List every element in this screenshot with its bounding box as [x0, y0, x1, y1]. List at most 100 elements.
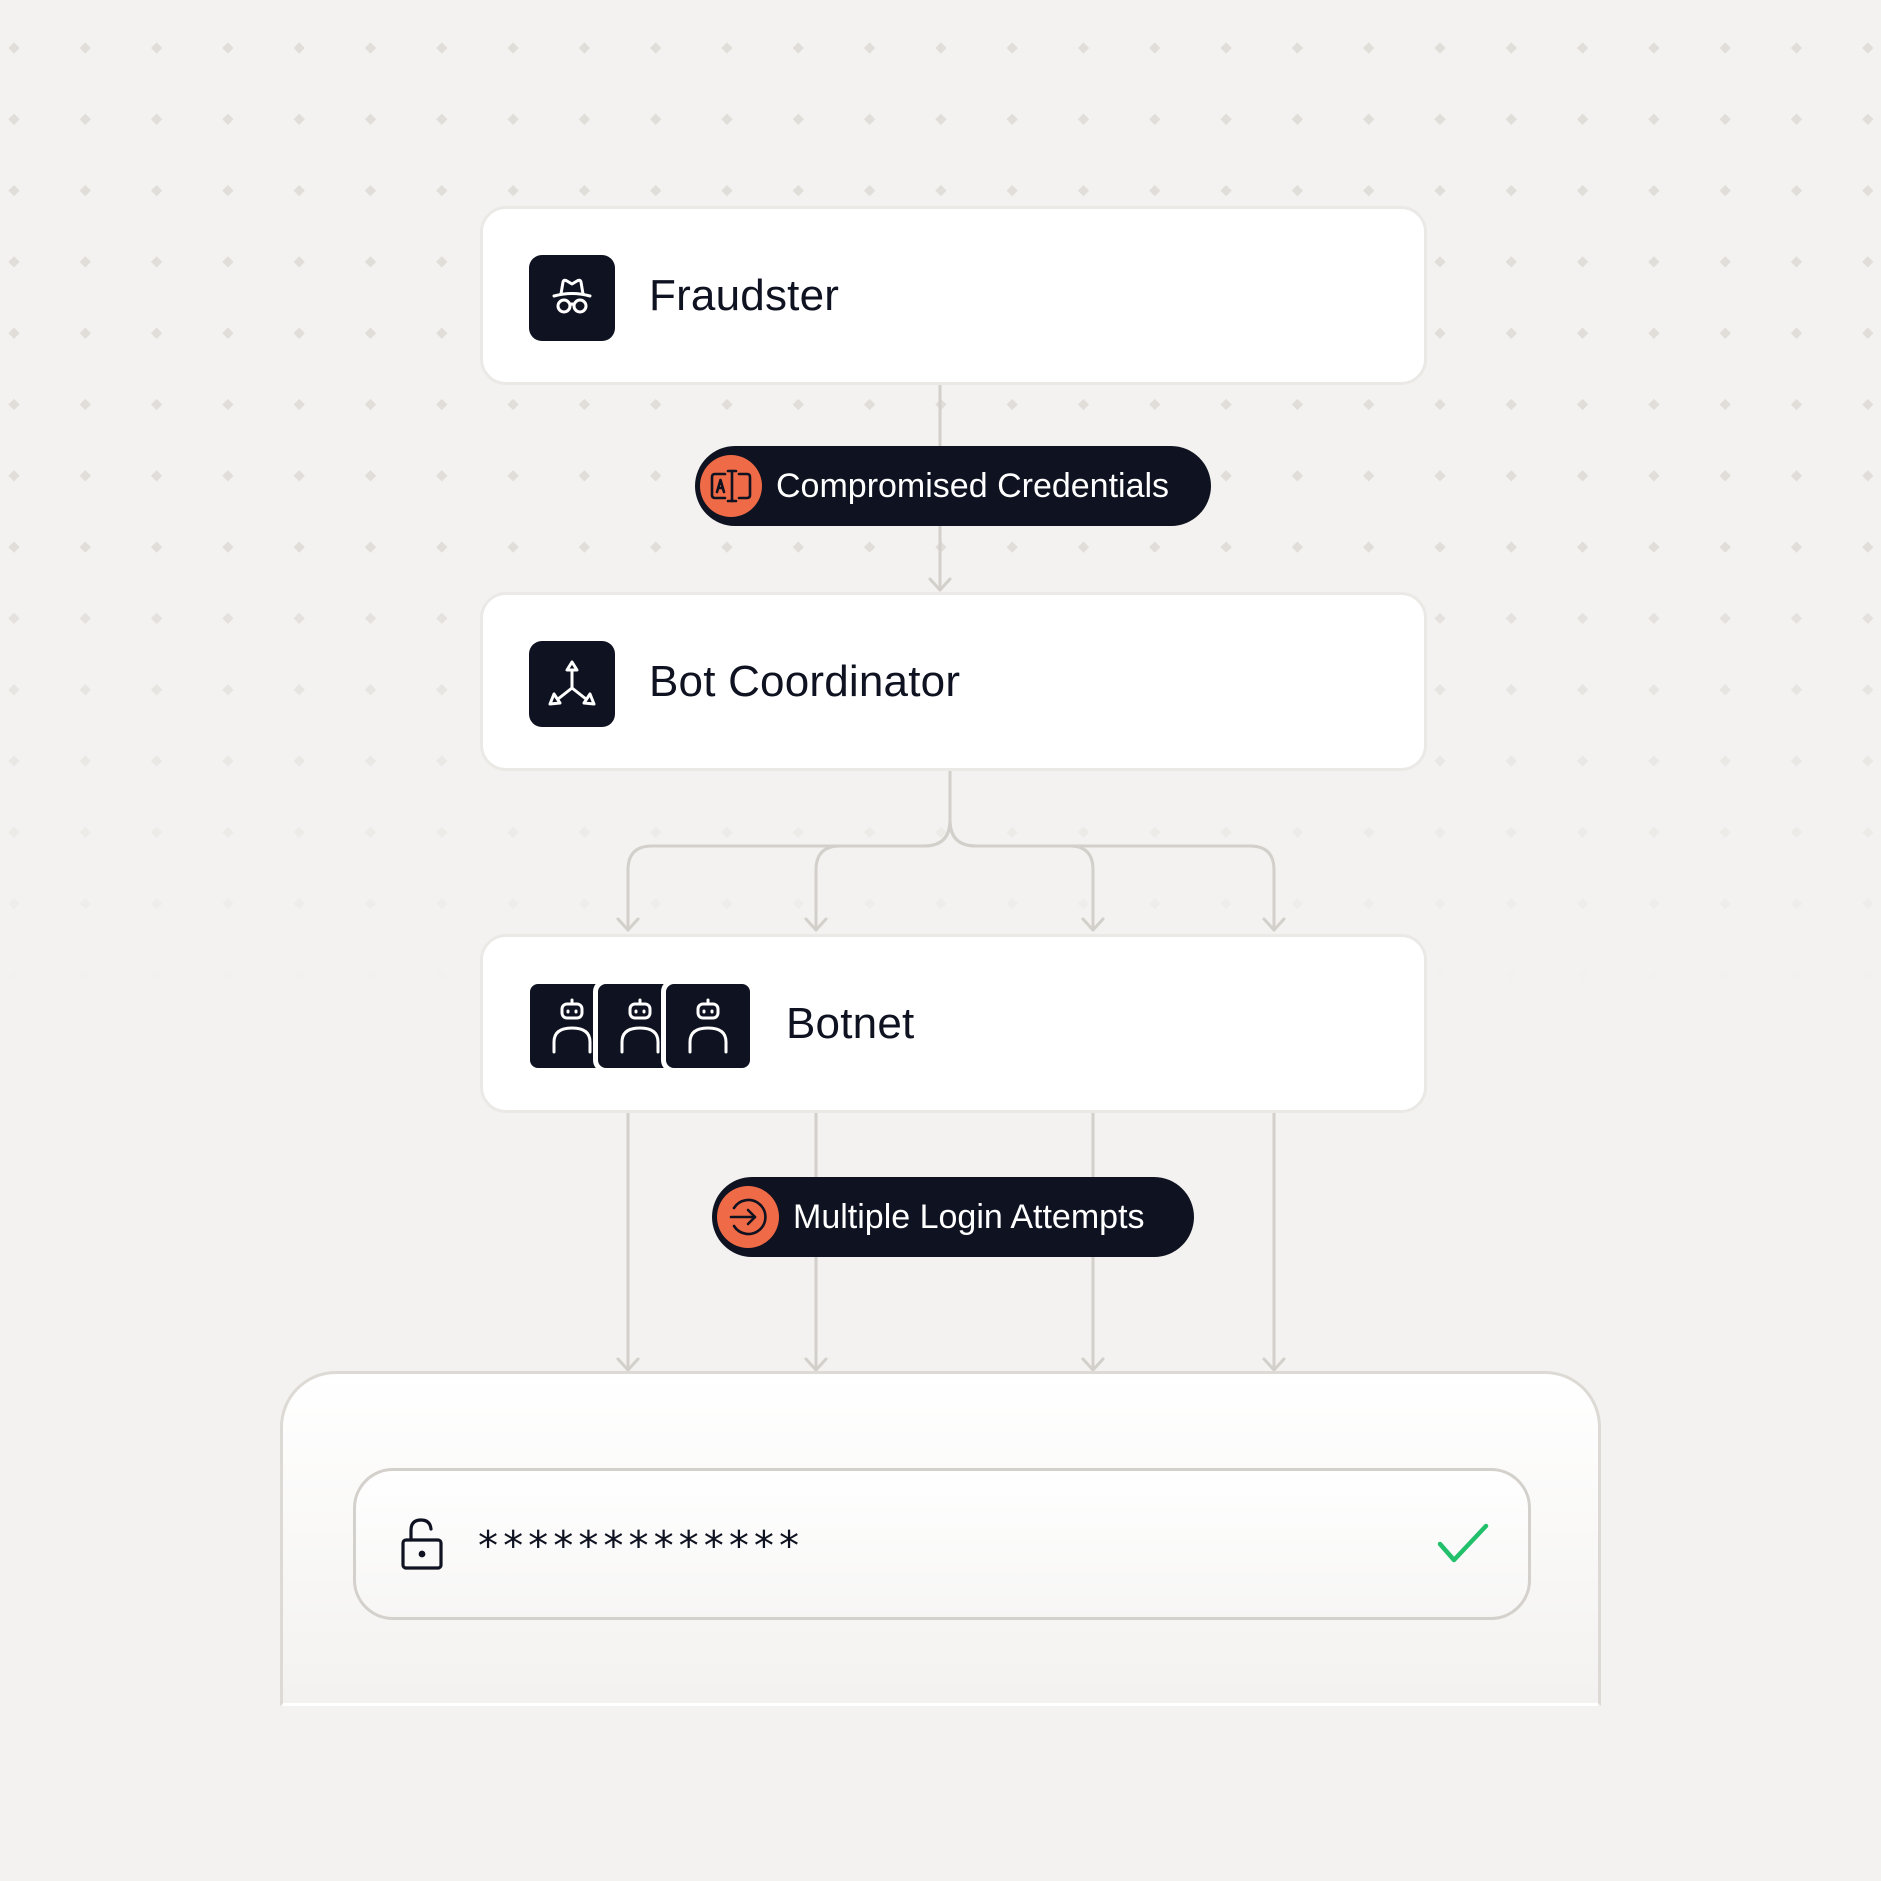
background-dot — [1648, 184, 1660, 197]
background-dot — [1220, 541, 1232, 553]
background-dot — [1220, 897, 1232, 910]
background-dot — [1505, 327, 1517, 339]
arrowhead — [1081, 917, 1105, 932]
background-dot — [1434, 541, 1446, 553]
background-dot — [222, 256, 234, 268]
background-dot — [1790, 42, 1803, 54]
background-dot — [1149, 184, 1161, 197]
background-dot — [436, 184, 448, 197]
background-dot — [1862, 327, 1874, 339]
background-dot — [1576, 184, 1589, 197]
robot-icon — [661, 979, 755, 1073]
background-dot — [1576, 327, 1589, 339]
background-dot — [1505, 826, 1517, 838]
background-dot — [1719, 755, 1731, 767]
password-field[interactable]: ************* — [353, 1468, 1531, 1620]
background-dot — [507, 470, 519, 482]
arrowhead — [928, 577, 952, 592]
background-dot — [364, 755, 377, 767]
background-dot — [436, 42, 448, 54]
background-dot — [578, 398, 591, 411]
background-dot — [1505, 470, 1517, 482]
background-dot — [222, 327, 234, 339]
background-dot — [1434, 256, 1446, 268]
background-dot — [721, 42, 733, 54]
background-dot — [507, 184, 519, 197]
arrowhead — [1081, 1357, 1105, 1372]
background-dot — [222, 826, 234, 838]
background-dot — [1790, 612, 1803, 625]
background-dot — [1719, 327, 1731, 339]
background-dot — [1434, 42, 1446, 54]
background-dot — [1790, 826, 1803, 838]
credential-icon — [700, 455, 762, 517]
background-dot — [1576, 969, 1589, 981]
background-dot — [1363, 826, 1375, 838]
background-dot — [1790, 113, 1803, 125]
background-dot — [1006, 826, 1018, 838]
background-dot — [1149, 398, 1161, 411]
background-dot — [1862, 969, 1874, 981]
background-dot — [1505, 612, 1517, 625]
background-dot — [1363, 113, 1375, 125]
background-dot — [364, 470, 377, 482]
background-dot — [1648, 755, 1660, 767]
background-dot — [436, 826, 448, 838]
background-dot — [222, 612, 234, 625]
background-dot — [364, 398, 377, 411]
background-dot — [364, 612, 377, 625]
background-dot — [1006, 42, 1018, 54]
background-dot — [150, 541, 163, 553]
background-dot — [1291, 897, 1304, 910]
background-dot — [1790, 398, 1803, 411]
background-dot — [650, 541, 662, 553]
connector-coordinator-trunk — [626, 770, 952, 932]
background-dot — [436, 969, 448, 981]
background-dot — [150, 897, 163, 910]
fraudster-node: Fraudster — [480, 206, 1427, 385]
background-dot — [1077, 826, 1090, 838]
background-dot — [578, 826, 591, 838]
background-dot — [578, 897, 591, 910]
background-dot — [8, 42, 20, 54]
background-dot — [1291, 398, 1304, 411]
bot-coordinator-label: Bot Coordinator — [649, 656, 961, 706]
background-dot — [150, 755, 163, 767]
background-dot — [792, 897, 804, 910]
background-dot — [1719, 470, 1731, 482]
background-dot — [1077, 42, 1090, 54]
background-dot — [293, 541, 305, 553]
background-dot — [1291, 470, 1304, 482]
background-dot — [507, 113, 519, 125]
background-dot — [1790, 256, 1803, 268]
background-dot — [1862, 541, 1874, 553]
background-dot — [436, 327, 448, 339]
background-dot — [364, 826, 377, 838]
background-dot — [1434, 969, 1446, 981]
background-dot — [222, 184, 234, 197]
background-dot — [1862, 470, 1874, 482]
background-dot — [436, 398, 448, 411]
background-dot — [1576, 897, 1589, 910]
background-dot — [364, 184, 377, 197]
background-dot — [364, 897, 377, 910]
background-dot — [150, 470, 163, 482]
background-dot — [436, 612, 448, 625]
checkmark-icon — [1436, 1522, 1490, 1566]
background-dot — [1363, 897, 1375, 910]
background-dot — [293, 184, 305, 197]
background-dot — [293, 256, 305, 268]
background-dot — [1719, 684, 1731, 696]
background-dot — [293, 755, 305, 767]
background-dot — [1149, 42, 1161, 54]
background-dot — [1434, 826, 1446, 838]
arrowhead — [1262, 917, 1286, 932]
background-dot — [1862, 184, 1874, 197]
background-dot — [1576, 541, 1589, 553]
arrowhead — [616, 917, 640, 932]
background-dot — [721, 541, 733, 553]
background-dot — [1363, 42, 1375, 54]
background-dot — [150, 398, 163, 411]
background-dot — [1648, 327, 1660, 339]
background-dot — [293, 969, 305, 981]
